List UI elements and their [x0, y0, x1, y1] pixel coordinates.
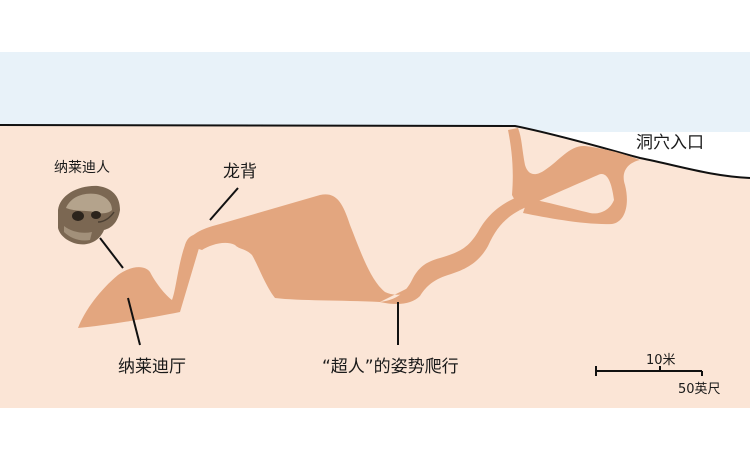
dinaledi-chamber-leader — [127, 297, 141, 346]
cave-entrance-label: 洞穴入口 — [636, 133, 704, 153]
naledi-label: 纳莱迪人 — [54, 160, 110, 176]
scale-bar-imperial-label: 50英尺 — [678, 382, 721, 397]
dinaledi-chamber-label: 纳莱迪厅 — [118, 357, 186, 377]
dinaledi-chamber-shape — [78, 234, 202, 328]
dragons-back-label: 龙背 — [223, 162, 257, 182]
dragons-back-leader — [209, 187, 239, 221]
cave-passages — [78, 128, 640, 328]
dragons-back-passage — [185, 194, 420, 302]
scale-bar-metric-label: 10米 — [646, 353, 676, 368]
sky-area — [0, 52, 750, 132]
upper-tunnels — [508, 128, 640, 225]
ground-surface-line — [0, 124, 750, 179]
superman-crawl-passage — [380, 198, 520, 304]
ground-area — [0, 125, 750, 408]
hominin-skull-icon — [58, 185, 120, 245]
skull-leader — [99, 237, 124, 269]
scale-bar — [595, 366, 703, 376]
superman-crawl-label: “超人”的姿势爬行 — [322, 357, 459, 377]
